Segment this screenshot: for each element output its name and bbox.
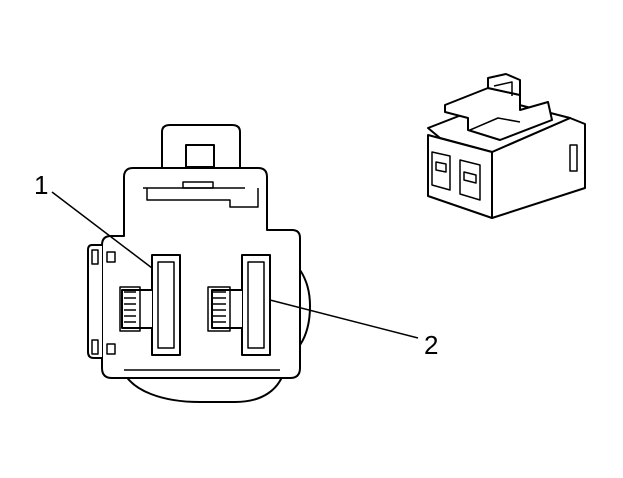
terminal-cavity-1 <box>119 254 181 356</box>
callout-1-label: 1 <box>34 170 48 200</box>
terminal-cavity-2 <box>207 254 271 356</box>
connector-face-view <box>87 124 311 403</box>
callout-1: 1 <box>34 170 153 269</box>
callout-2-label: 2 <box>424 330 438 360</box>
callout-2: 2 <box>269 299 438 360</box>
connector-isometric-view <box>427 73 586 219</box>
